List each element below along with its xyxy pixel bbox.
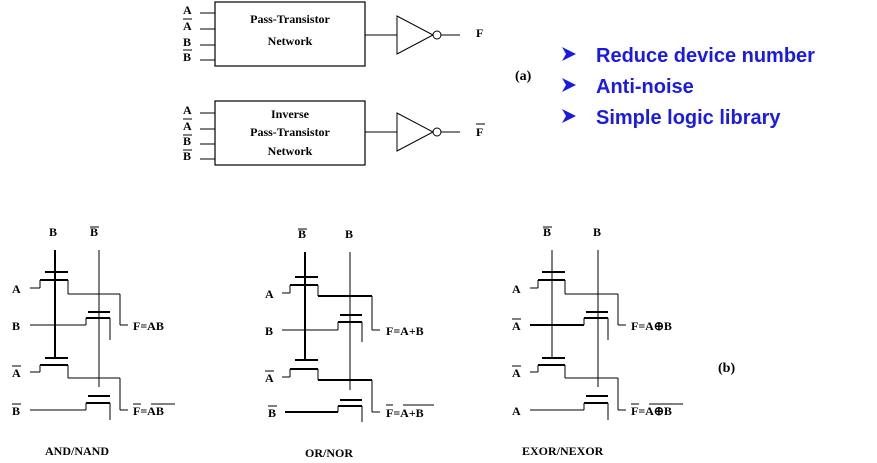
and-nand-circuit: B B A B A B F=AB — [12, 225, 175, 458]
input-label: B — [183, 50, 191, 64]
circuit-caption: AND/NAND — [45, 444, 109, 458]
output-label: F=A+B — [386, 324, 424, 338]
input-label: B — [265, 324, 273, 338]
input-label: A — [183, 103, 192, 117]
circuit-caption: OR/NOR — [305, 446, 353, 460]
top-label: B — [298, 227, 306, 241]
bullet-item: Anti-noise — [596, 76, 694, 98]
arrow-bullet-icon — [562, 47, 576, 61]
input-label: A — [265, 287, 274, 301]
input-label: B — [183, 149, 191, 163]
inverter-icon — [396, 15, 435, 55]
box-line-2: Network — [268, 34, 313, 48]
bullet-item: Reduce device number — [596, 45, 815, 67]
top-label: B — [49, 225, 57, 239]
input-label: A — [512, 404, 521, 418]
inverter-icon — [396, 112, 435, 152]
bullet-list: Reduce device number Anti-noise Simple l… — [562, 45, 815, 129]
output-label: F — [476, 125, 483, 139]
circuit-caption: EXOR/NEXOR — [522, 444, 604, 458]
top-label: B — [345, 227, 353, 241]
output-label: F=AB — [133, 319, 164, 333]
input-label: A — [183, 19, 192, 33]
box-line-1: Inverse — [271, 107, 310, 121]
box-line-3: Network — [268, 144, 313, 158]
label-a: (a) — [515, 69, 532, 84]
top-label: B — [593, 225, 601, 239]
inverse-pass-transistor-block: Inverse Pass-Transistor Network A A B B … — [183, 100, 485, 166]
output-label: F — [476, 26, 483, 40]
input-label: A — [512, 319, 521, 333]
top-label: B — [90, 225, 98, 239]
output-label: F=AB — [133, 404, 164, 418]
input-label: B — [183, 134, 191, 148]
box-line-1: Pass-Transistor — [250, 12, 330, 26]
input-label: A — [183, 3, 192, 17]
input-label: B — [183, 35, 191, 49]
top-label: B — [543, 225, 551, 239]
input-label: B — [12, 404, 20, 418]
exor-nexor-circuit: B B A A A A F=A⊕B — [512, 225, 683, 458]
inverse-pass-transistor-box — [214, 100, 366, 166]
box-line-2: Pass-Transistor — [250, 125, 330, 139]
or-nor-circuit: B B A B A B F=A+B — [265, 227, 434, 460]
input-label: B — [268, 406, 276, 420]
input-label: A — [512, 366, 521, 380]
input-label: A — [265, 371, 274, 385]
input-label: A — [12, 282, 21, 296]
output-label: F=A+B — [386, 406, 424, 420]
arrow-bullet-icon — [562, 78, 576, 92]
bullet-item: Simple logic library — [596, 107, 781, 129]
label-b: (b) — [718, 361, 735, 376]
arrow-bullet-icon — [562, 109, 576, 123]
pass-transistor-box — [214, 1, 366, 67]
output-label: F=A⊕B — [631, 319, 672, 333]
input-label: B — [12, 319, 20, 333]
pass-transistor-block: Pass-Transistor Network A A B B F — [183, 1, 483, 67]
input-label: A — [12, 366, 21, 380]
input-label: A — [183, 119, 192, 133]
input-label: A — [512, 282, 521, 296]
output-label: F=A⊕B — [631, 404, 672, 418]
